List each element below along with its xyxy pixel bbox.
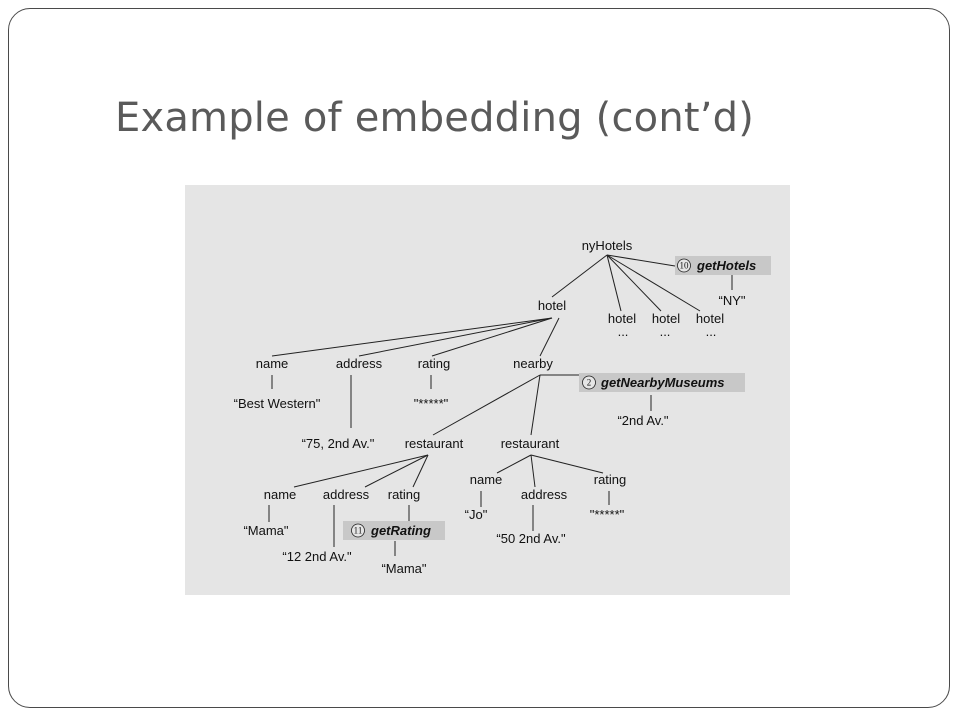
- get-nearby-museums-number: 2: [587, 378, 592, 388]
- node-hotel: hotel: [538, 298, 566, 313]
- get-hotels-number: 10: [680, 261, 690, 271]
- restaurant-2-rating: rating: [594, 472, 627, 487]
- tree-diagram: nyHotels 10 getHotels “NY" hotel hotel h…: [234, 238, 771, 576]
- restaurant-1-name-value: “Mama": [243, 523, 288, 538]
- tree-edges: [268, 254, 733, 556]
- get-rating-box: [343, 521, 445, 540]
- get-nearby-museums-param: “2nd Av.": [617, 413, 668, 428]
- restaurant-1-address-value: “12 2nd Av.": [282, 549, 352, 564]
- ellipsis-3: ...: [706, 324, 717, 339]
- node-rating: rating: [418, 356, 451, 371]
- rating-value: "*****": [414, 396, 449, 411]
- get-hotels-param: “NY": [718, 293, 745, 308]
- service-get-rating: getRating: [370, 523, 431, 538]
- restaurant-2-address: address: [521, 487, 568, 502]
- get-hotels-number-badge: [677, 258, 691, 273]
- node-hotel-2: hotel: [608, 311, 636, 326]
- get-rating-number-badge: [351, 523, 365, 538]
- restaurant-1-rating: rating: [388, 487, 421, 502]
- address-value: “75, 2nd Av.": [302, 436, 375, 451]
- restaurant-2-name-value: “Jo": [465, 507, 488, 522]
- node-nearby: nearby: [513, 356, 553, 371]
- node-name: name: [256, 356, 289, 371]
- get-nearby-museums-box: [579, 373, 745, 392]
- name-value: “Best Western": [234, 396, 321, 411]
- restaurant-2-rating-value: "*****": [590, 507, 625, 522]
- slide: Example of embedding (cont’d): [8, 8, 950, 708]
- get-rating-param: “Mama": [381, 561, 426, 576]
- service-get-nearby-museums: getNearbyMuseums: [600, 375, 725, 390]
- restaurant-2-name: name: [470, 472, 503, 487]
- restaurant-2-address-value: “50 2nd Av.": [496, 531, 566, 546]
- get-nearby-museums-number-badge: [582, 375, 596, 390]
- service-get-hotels: getHotels: [696, 258, 756, 273]
- get-hotels-box: [675, 256, 771, 275]
- node-address: address: [336, 356, 383, 371]
- tree-figure: nyHotels 10 getHotels “NY" hotel hotel h…: [185, 185, 790, 595]
- restaurant-1-address: address: [323, 487, 370, 502]
- slide-title: Example of embedding (cont’d): [115, 95, 755, 141]
- get-rating-number: 11: [354, 526, 363, 536]
- ellipsis-1: ...: [618, 324, 629, 339]
- node-hotel-3: hotel: [652, 311, 680, 326]
- node-nyhotels: nyHotels: [582, 238, 633, 253]
- node-hotel-4: hotel: [696, 311, 724, 326]
- restaurant-1-name: name: [264, 487, 297, 502]
- node-restaurant-1: restaurant: [405, 436, 464, 451]
- ellipsis-2: ...: [660, 324, 671, 339]
- node-restaurant-2: restaurant: [501, 436, 560, 451]
